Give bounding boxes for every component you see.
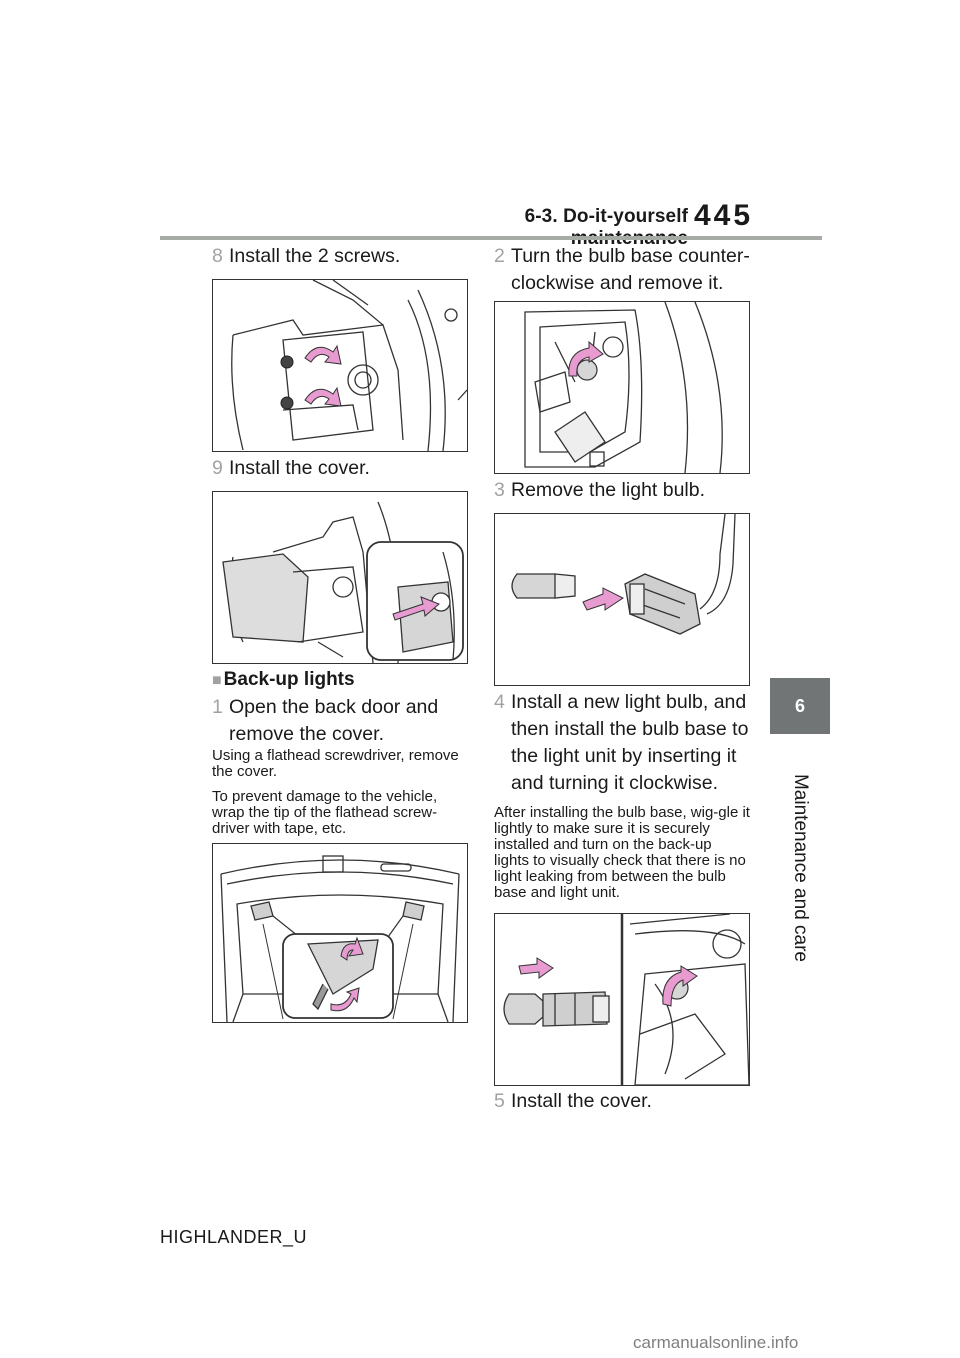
step-text: Install the cover. <box>511 1090 652 1112</box>
step-number: 2 <box>494 245 505 267</box>
note-check-leak: After installing the bulb base, wig-gle … <box>494 804 750 901</box>
step-5: 5 Install the cover. <box>494 1088 652 1115</box>
figure-turn-bulb-base <box>494 301 750 474</box>
figure-remove-bulb <box>494 513 750 686</box>
step-1: 1 Open the back door and remove the cove… <box>212 694 462 748</box>
header-rule <box>160 236 822 240</box>
step-text: Install a new light bulb, and then insta… <box>511 691 749 794</box>
section-title-text: Back-up lights <box>223 669 355 690</box>
watermark: carmanualsonline.info <box>633 1333 799 1352</box>
left-notes: Using a flathead screwdriver, remove the… <box>212 748 467 846</box>
step-text: Install the 2 screws. <box>229 245 401 267</box>
note-screwdriver: Using a flathead screwdriver, remove the… <box>212 747 459 780</box>
note-tape: To prevent damage to the vehicle, wrap t… <box>212 788 438 837</box>
section-marker: ■ <box>212 672 222 689</box>
figure-install-cover <box>212 491 468 664</box>
step-text: Remove the light bulb. <box>511 479 706 501</box>
page-number: 445 <box>694 199 754 232</box>
step-4: 4 Install a new light bulb, and then ins… <box>494 689 756 797</box>
step-8: 8 Install the 2 screws. <box>212 243 400 270</box>
step-text: Install the cover. <box>229 457 370 479</box>
step-number: 3 <box>494 479 505 501</box>
figure-remove-cover <box>212 843 468 1023</box>
chapter-tab: 6 <box>770 678 830 734</box>
step-number: 8 <box>212 245 223 267</box>
section-heading-back-up-lights: ■Back-up lights <box>212 669 355 691</box>
figure-install-screws <box>212 279 468 452</box>
step-text: Open the back door and remove the cover. <box>229 696 439 745</box>
step-number: 4 <box>494 691 505 713</box>
step-number: 1 <box>212 696 223 718</box>
step-3: 3 Remove the light bulb. <box>494 477 705 504</box>
step-text: Turn the bulb base counter-clockwise and… <box>511 245 750 294</box>
step-number: 9 <box>212 457 223 479</box>
chapter-label: Maintenance and care <box>790 773 811 962</box>
step-9: 9 Install the cover. <box>212 455 370 482</box>
step-number: 5 <box>494 1090 505 1112</box>
step-2: 2 Turn the bulb base counter-clockwise a… <box>494 243 756 297</box>
footer-model: HIGHLANDER_U <box>160 1227 308 1247</box>
figure-install-bulb-base <box>494 913 750 1086</box>
right-note: After installing the bulb base, wig-gle … <box>494 805 750 910</box>
